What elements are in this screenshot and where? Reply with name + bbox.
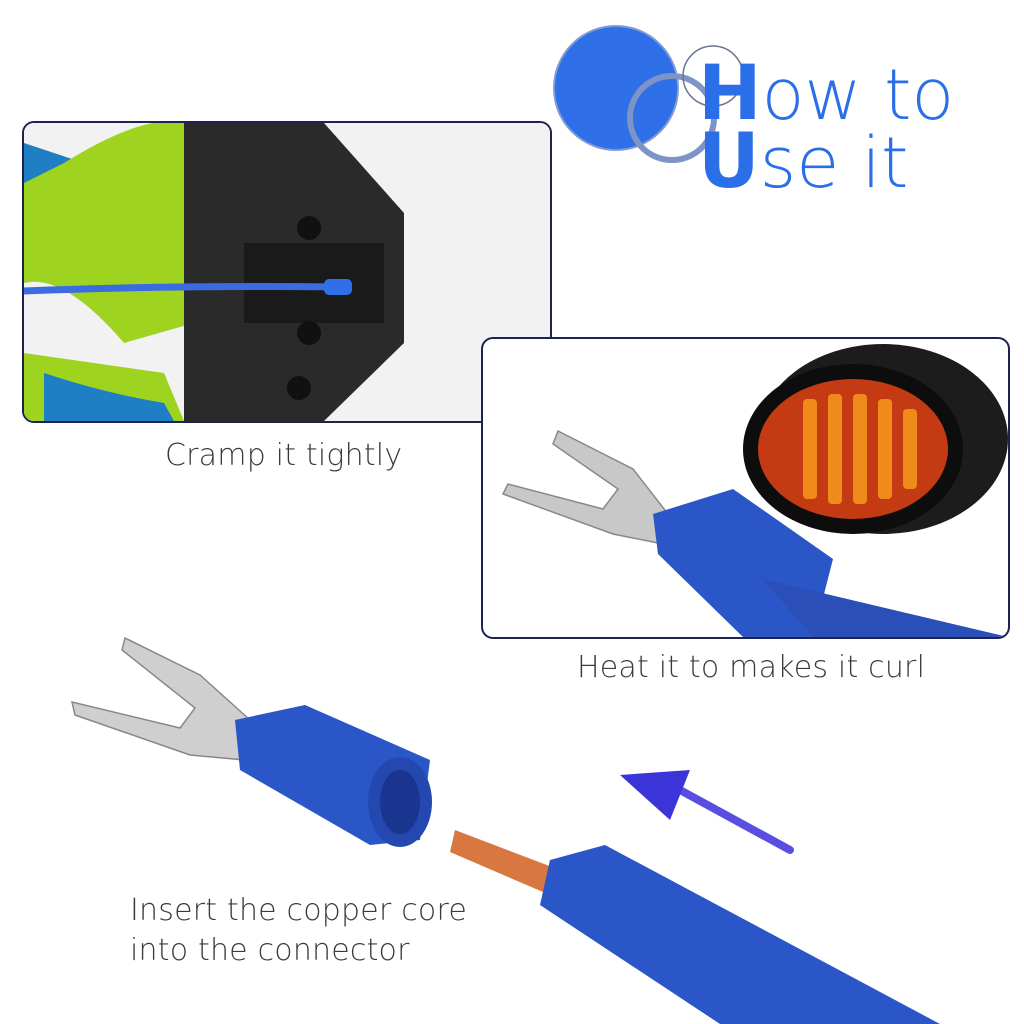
insert-illustration bbox=[70, 636, 940, 1024]
crimping-tool-illustration bbox=[24, 123, 550, 421]
title-rest-1: ow to bbox=[761, 54, 955, 136]
title-initial-h: H bbox=[698, 48, 762, 137]
heat-gun-illustration bbox=[501, 344, 1008, 637]
heat-panel bbox=[481, 337, 1010, 639]
thin-ring bbox=[682, 45, 744, 107]
title-decoration-circles bbox=[553, 25, 744, 163]
step-3-caption-line-2: into the connector bbox=[130, 933, 410, 968]
large-filled-circle bbox=[553, 25, 679, 151]
step-2-caption: Heat it to makes it curl bbox=[577, 650, 926, 685]
title-line-2: Use it bbox=[698, 123, 908, 199]
step-1-caption: Cramp it tightly bbox=[165, 438, 403, 473]
step-3-caption-line-1: Insert the copper core bbox=[130, 893, 467, 928]
title-initial-u: U bbox=[698, 116, 760, 205]
crimp-panel bbox=[22, 121, 552, 423]
direction-arrow-icon bbox=[676, 786, 794, 854]
title-rest-2: se it bbox=[759, 122, 909, 204]
thick-ring bbox=[627, 73, 717, 163]
title-line-1: How to bbox=[698, 55, 954, 131]
